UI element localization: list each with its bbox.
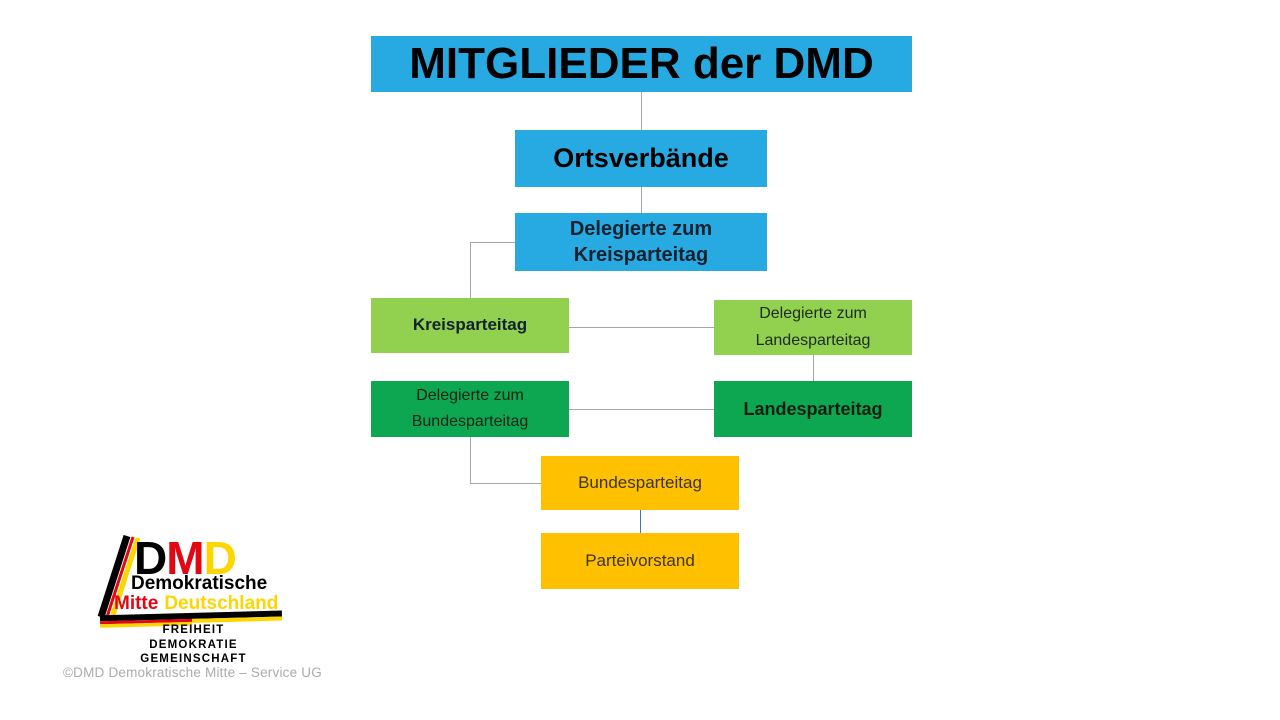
logo-letter-d1: D [134, 532, 167, 584]
logo-motto: FREIHEIT DEMOKRATIE GEMEINSCHAFT [116, 623, 271, 667]
node-ortsverbaende: Ortsverbände [515, 130, 767, 187]
connector-delegierte-kreisparteitag-kreisparteitag-v [470, 242, 471, 298]
copyright-text: ©DMD Demokratische Mitte – Service UG [63, 665, 322, 680]
node-delegierte-zum-landesparteitag: Delegierte zum Landesparteitag [714, 300, 912, 355]
logo-motto-gemeinschaft: GEMEINSCHAFT [140, 653, 247, 666]
node-parteivorstand: Parteivorstand [541, 533, 739, 589]
connector-delegierte-landesparteitag-landesparteitag [813, 355, 814, 381]
node-kreisparteitag: Kreisparteitag [371, 298, 569, 353]
logo-word-mitte: Mitte [114, 593, 159, 614]
node-landesparteitag: Landesparteitag [714, 381, 912, 437]
connector-bundesparteitag-parteivorstand [640, 510, 641, 533]
logo-word-deutschland: Deutschland [164, 593, 279, 614]
node-mitglieder-der-dmd: MITGLIEDER der DMD [371, 36, 912, 92]
node-delegierte-zum-kreisparteitag: Delegierte zum Kreisparteitag [515, 213, 767, 271]
logo-letter-m: M [166, 532, 204, 584]
connector-delegierte-bundesparteitag-bundesparteitag-v [470, 437, 471, 483]
logo-text-demokratische: Demokratische [131, 573, 268, 594]
connector-delegierte-kreisparteitag-kreisparteitag-h [470, 242, 515, 243]
node-delegierte-zum-bundesparteitag: Delegierte zum Bundesparteitag [371, 381, 569, 437]
connector-mitglieder-ortsverbaende [641, 92, 642, 130]
logo-motto-demokratie: DEMOKRATIE [149, 638, 238, 651]
logo-acronym-dmd: DMD [134, 532, 237, 584]
logo-letter-d2: D [203, 532, 237, 584]
connector-ortsverbaende-delegierte-kreisparteitag [641, 187, 642, 213]
connector-delegierte-bundesparteitag-bundesparteitag-h [470, 483, 541, 484]
node-bundesparteitag: Bundesparteitag [541, 456, 739, 510]
connector-kreisparteitag-delegierte-landesparteitag [569, 327, 714, 328]
connector-delegierte-bundesparteitag-landesparteitag [569, 409, 714, 410]
german-flag-stripes-icon [97, 534, 283, 628]
logo-motto-freiheit: FREIHEIT [162, 624, 225, 636]
